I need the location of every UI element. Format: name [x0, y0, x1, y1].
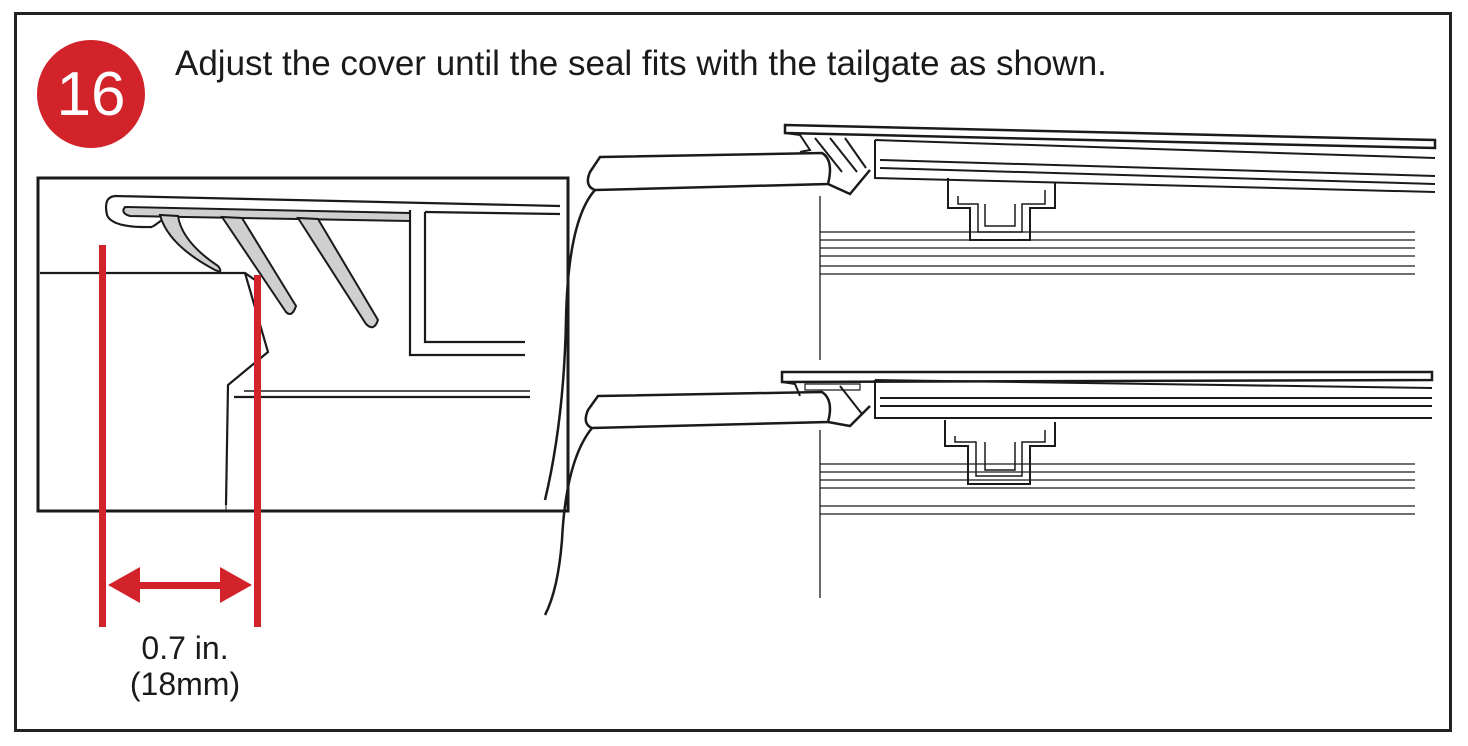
- right-guide-line: [254, 275, 261, 627]
- diagram-frame: [14, 12, 1452, 732]
- lower-tailgate-body: [819, 430, 1415, 598]
- step-instruction: Adjust the cover until the seal fits wit…: [175, 44, 1107, 83]
- dimension-arrow-right-head: [220, 567, 252, 603]
- dimension-arrow-left-head: [108, 567, 140, 603]
- upper-cover-rail: [783, 123, 1437, 193]
- dimension-label: 0.7 in. (18mm): [60, 630, 310, 702]
- step-number-badge-text: 16: [37, 40, 145, 148]
- upper-tailgate-cap: [543, 151, 871, 501]
- dimension-imperial: 0.7 in.: [141, 630, 229, 666]
- step-badge-circle: [37, 40, 145, 148]
- lower-cover-rail: [780, 370, 1434, 419]
- upper-clamp: [947, 178, 1056, 241]
- lower-tailgate-cap: [543, 390, 871, 616]
- dimension-metric: (18mm): [129, 666, 241, 702]
- lower-clamp: [944, 420, 1056, 485]
- detail-cover-rail: [104, 194, 561, 357]
- upper-tailgate-body: [819, 196, 1415, 360]
- dimension-arrow-shaft: [128, 582, 228, 589]
- detail-seal: [122, 205, 411, 329]
- measurement-guides: [99, 245, 261, 627]
- detail-inset-frame: [36, 176, 570, 513]
- left-guide-line: [99, 245, 106, 627]
- step-number-label: 16: [56, 59, 126, 129]
